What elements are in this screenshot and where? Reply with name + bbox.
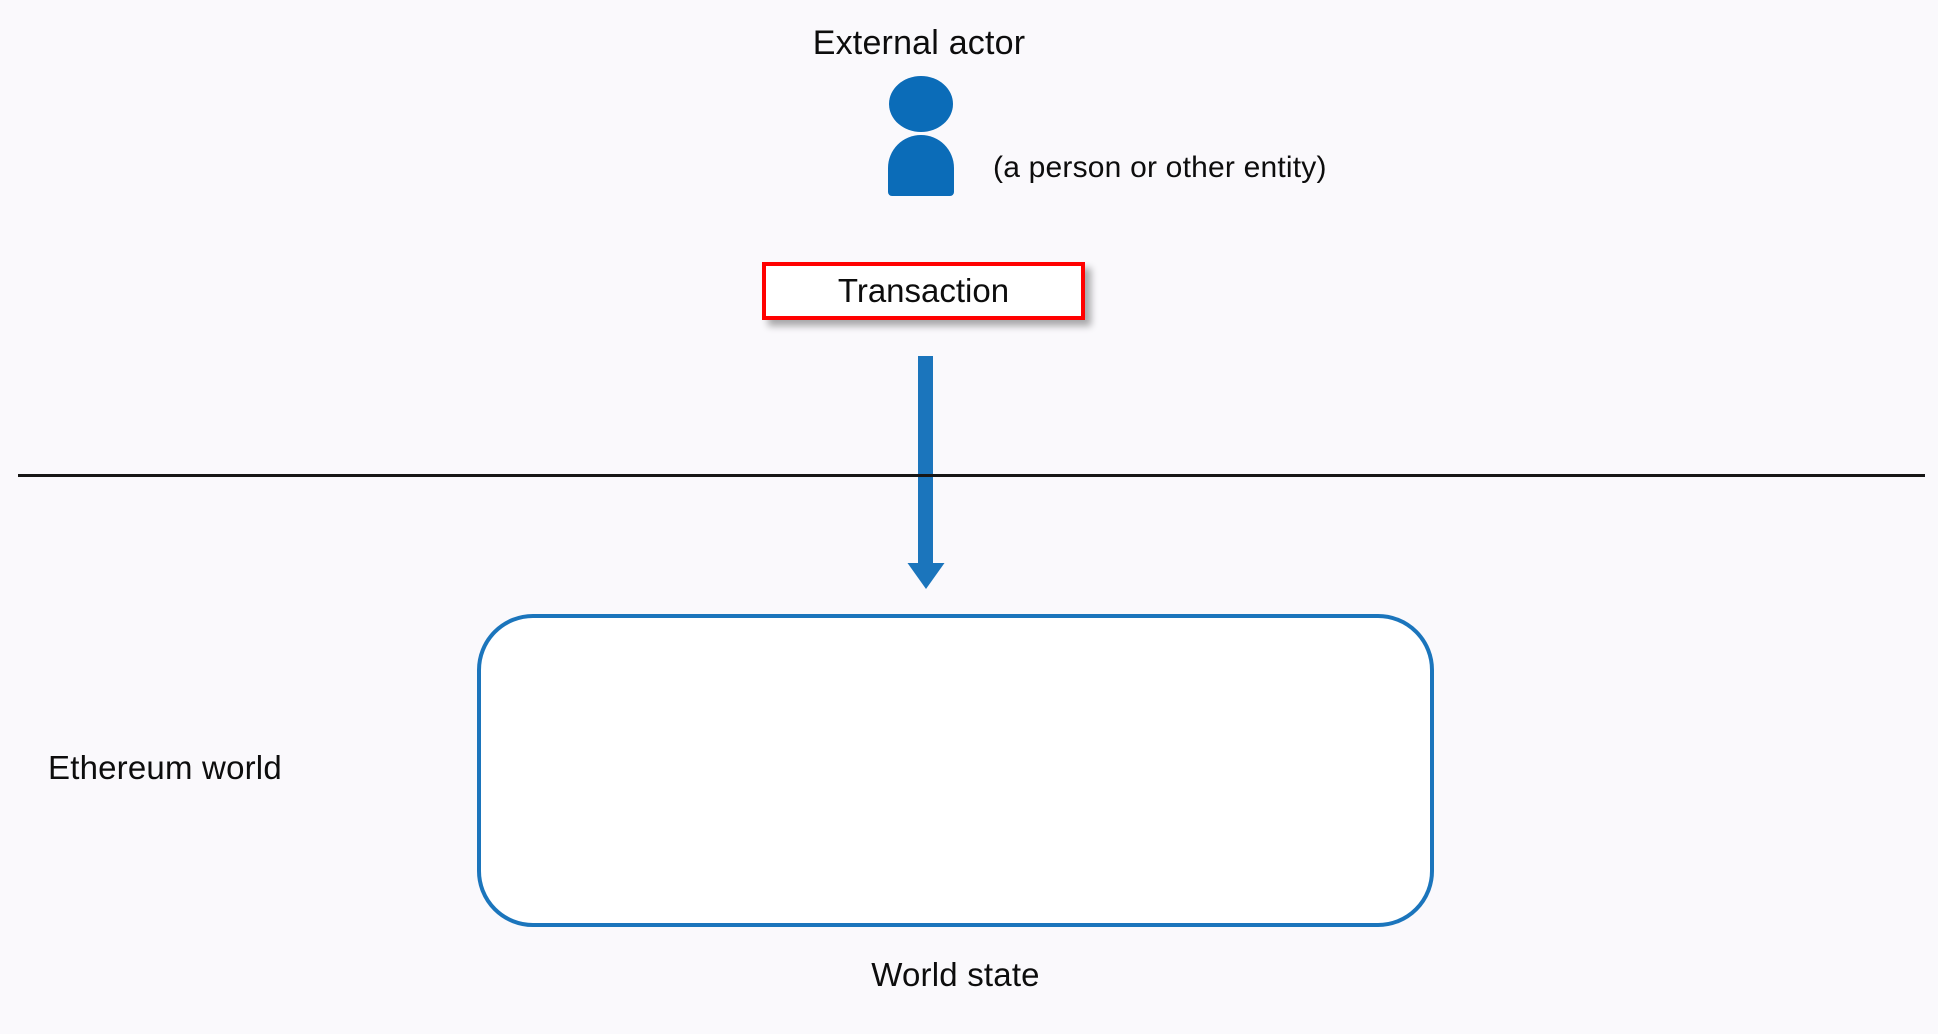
transaction-box[interactable]: Transaction [762, 262, 1085, 320]
transaction-label: Transaction [837, 272, 1010, 309]
down-arrow-icon [907, 356, 945, 589]
external-actor-title: External actor [812, 24, 1026, 62]
world-state-label: World state [871, 956, 1040, 993]
person-head-shape [889, 76, 953, 132]
ethereum-world-divider [18, 474, 1925, 477]
ethereum-world-label: Ethereum world [48, 749, 282, 786]
person-icon [886, 74, 956, 198]
person-body-shape [888, 135, 954, 196]
world-state-box[interactable] [477, 614, 1434, 927]
external-actor-note: (a person or other entity) [993, 151, 1327, 184]
